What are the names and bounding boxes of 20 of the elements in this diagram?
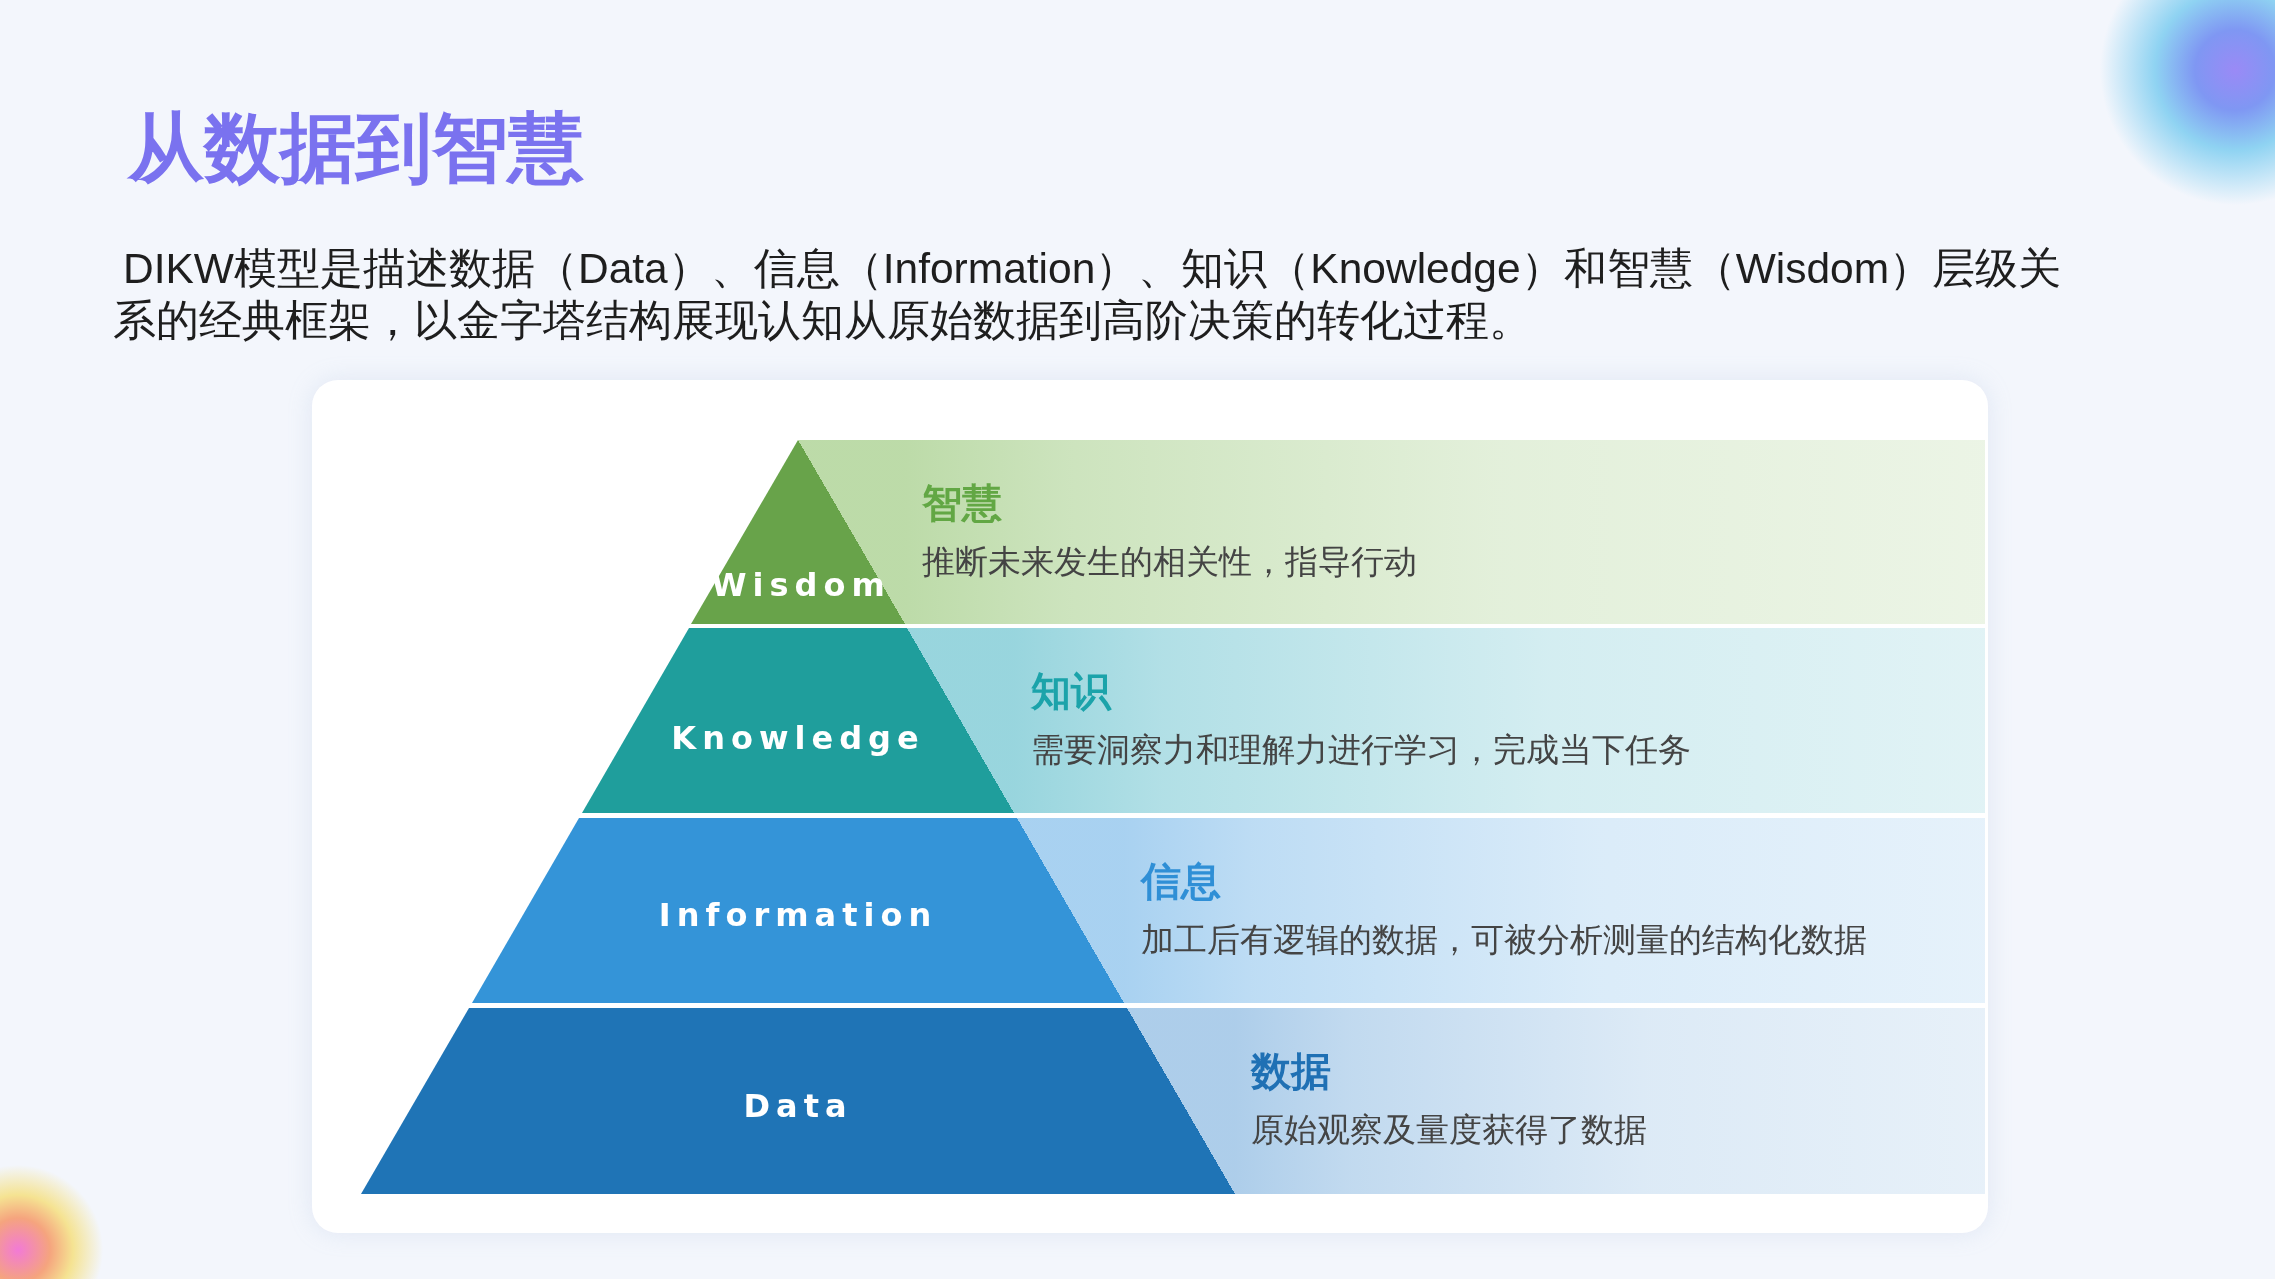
tier-label: Wisdom: [711, 566, 891, 604]
band-heading: 智慧: [922, 480, 1002, 527]
band-description: 推断未来发生的相关性，指导行动: [922, 542, 1417, 582]
slide-title: 从数据到智慧: [128, 104, 584, 192]
band-heading: 数据: [1251, 1048, 1331, 1095]
intro-paragraph: DIKW模型是描述数据（Data）、信息（Information）、知识（Knowledge）和智慧（Wisdom）层级关系的经典框架，以金字塔结构展现认知从原始数据到高阶决策的转化过程。: [113, 244, 2063, 346]
band-description: 原始观察及量度获得了数据: [1251, 1110, 1647, 1150]
description-band: [1235, 1008, 1985, 1194]
tier-label: Knowledge: [671, 719, 925, 757]
band-heading: 知识: [1031, 668, 1111, 715]
band-heading: 信息: [1141, 858, 1221, 905]
tier-label: Data: [743, 1087, 853, 1125]
pyramid-tier: [472, 818, 1124, 1003]
pyramid-tier: [582, 628, 1014, 813]
band-description: 加工后有逻辑的数据，可被分析测量的结构化数据: [1141, 920, 1867, 960]
description-band: [1124, 818, 1985, 1003]
pyramid-tier: [361, 1008, 1235, 1194]
pyramid-tier: [691, 440, 905, 624]
tier-label: Information: [658, 896, 938, 934]
band-description: 需要洞察力和理解力进行学习，完成当下任务: [1031, 730, 1691, 770]
